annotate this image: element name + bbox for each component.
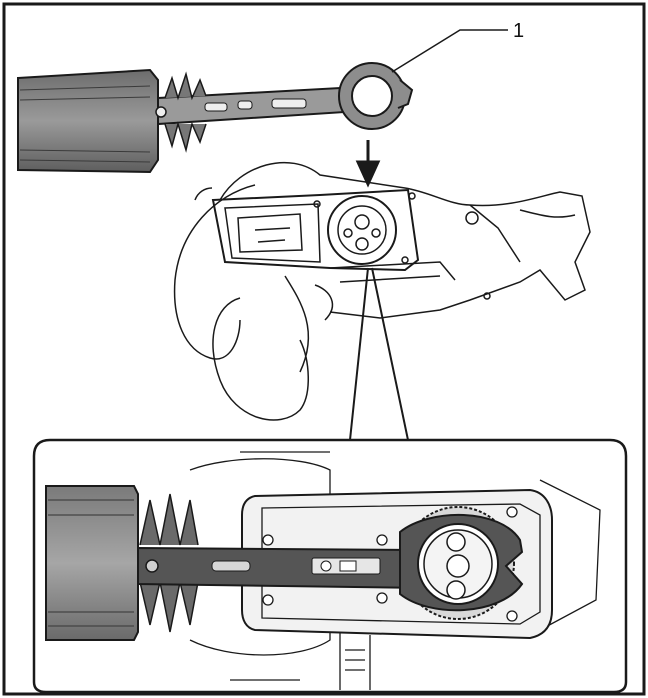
detail-view — [32, 438, 628, 694]
callout-label-1: 1 — [513, 20, 525, 42]
wrench-top — [17, 29, 508, 174]
down-arrow-icon — [355, 140, 381, 188]
tool-body — [173, 161, 591, 421]
zoom-lines — [349, 267, 409, 441]
